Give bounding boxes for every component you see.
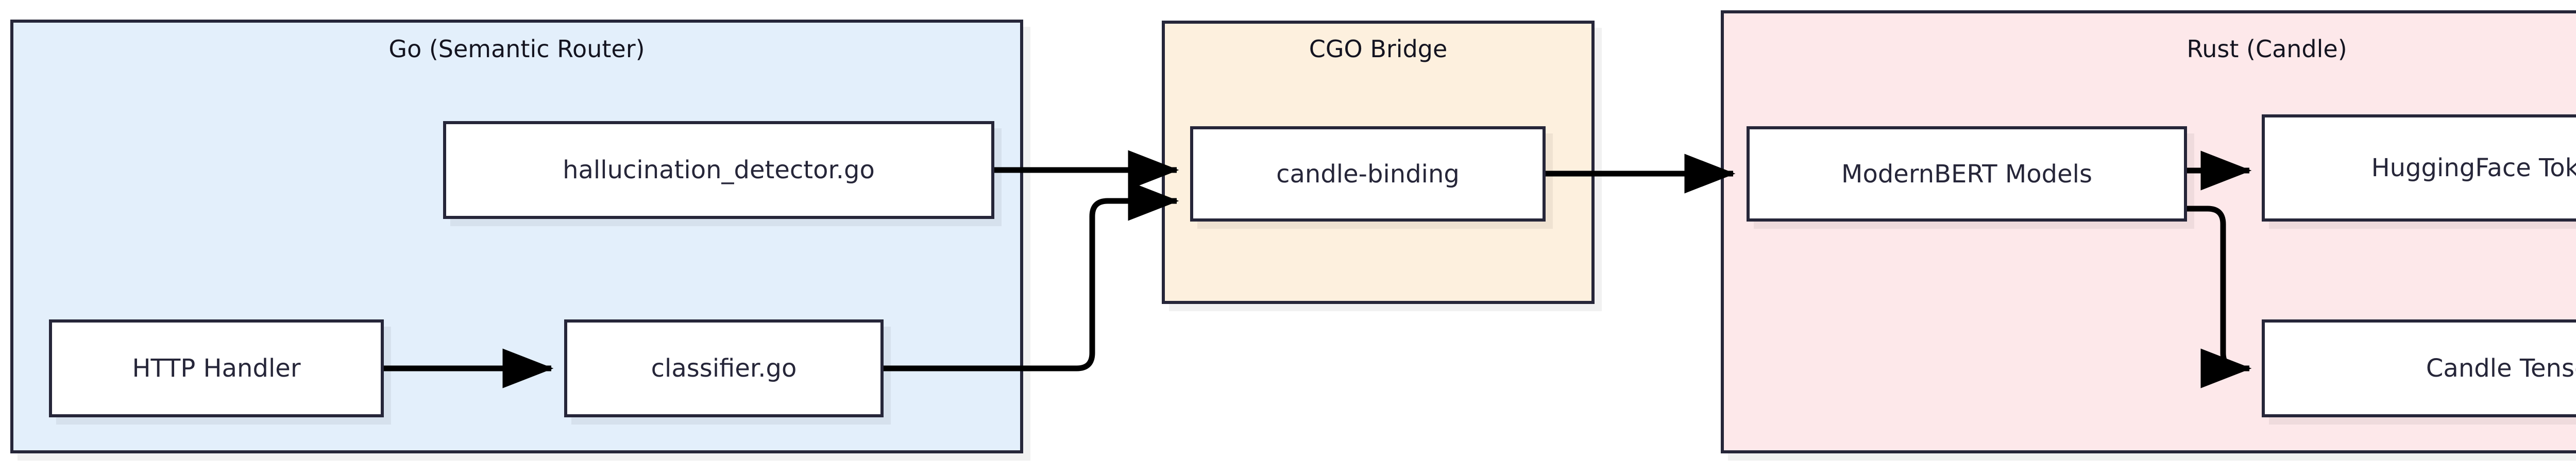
node-label-http-handler: HTTP Handler bbox=[132, 354, 301, 383]
subgraph-title-cgo: CGO Bridge bbox=[1309, 35, 1448, 63]
subgraph-title-rust: Rust (Candle) bbox=[2187, 35, 2347, 63]
subgraph-title-go: Go (Semantic Router) bbox=[388, 35, 645, 63]
node-candle-tensors[interactable]: Candle Tensors bbox=[2262, 319, 2576, 417]
node-label-huggingface-tokenizers: HuggingFace Tokenizers bbox=[2371, 154, 2576, 182]
node-classifier-go[interactable]: classifier.go bbox=[564, 319, 884, 417]
node-label-classifier-go: classifier.go bbox=[651, 354, 797, 383]
node-candle-binding[interactable]: candle-binding bbox=[1190, 126, 1546, 222]
node-huggingface-tokenizers[interactable]: HuggingFace Tokenizers bbox=[2262, 114, 2576, 222]
node-label-hallucination-detector-go: hallucination_detector.go bbox=[563, 156, 875, 184]
node-label-candle-binding: candle-binding bbox=[1276, 159, 1460, 189]
node-label-candle-tensors: Candle Tensors bbox=[2426, 354, 2576, 383]
node-hallucination-detector-go[interactable]: hallucination_detector.go bbox=[443, 121, 994, 219]
node-modernbert-models[interactable]: ModernBERT Models bbox=[1747, 126, 2187, 222]
node-label-modernbert-models: ModernBERT Models bbox=[1841, 159, 2092, 189]
node-http-handler[interactable]: HTTP Handler bbox=[49, 319, 384, 417]
